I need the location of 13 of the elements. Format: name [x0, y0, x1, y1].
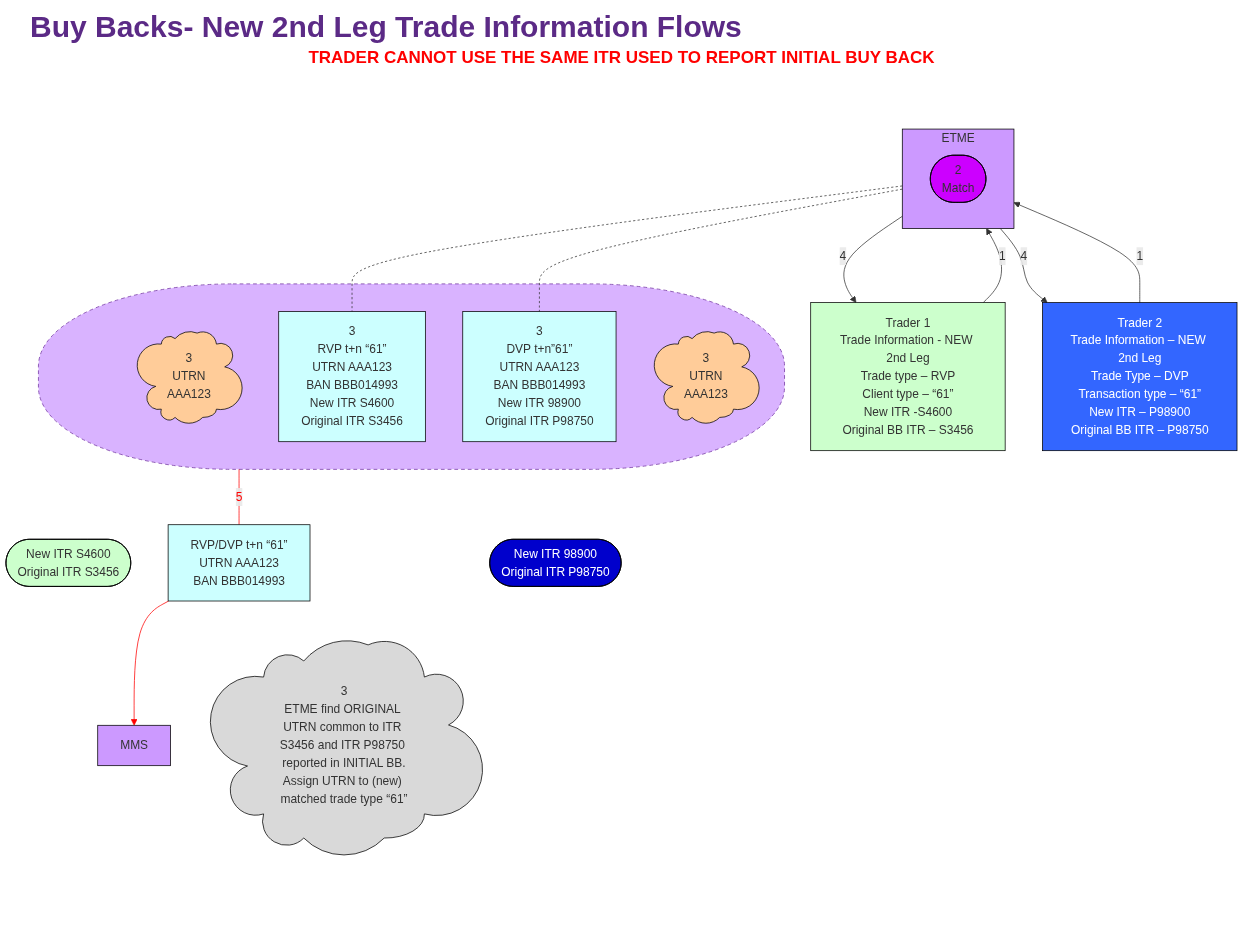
edge-label: 4 — [1020, 249, 1028, 263]
edge-label: 4 — [839, 249, 847, 263]
title: Buy Backs- New 2nd Leg Trade Information Flows — [30, 10, 743, 44]
edge-label: 5 — [235, 490, 243, 504]
node-box: RVP/DVP t+n “61” UTRN AAA123 BAN BBB014993 — [167, 524, 311, 602]
warning-note: TRADER CANNOT USE THE SAME ITR USED TO REPORT INITIAL BUY BACK — [307, 48, 936, 68]
edge-label: 1 — [1136, 249, 1144, 263]
edge-label: 1 — [998, 249, 1006, 263]
node-box: MMS — [97, 724, 171, 767]
node-box: Trader 2 Trade Information – NEW 2nd Leg Trade Type – DVP Transaction type – “61” New ITR – P98900 Original BB ITR – P98750 — [1042, 302, 1238, 452]
node-box: Trader 1 Trade Information - NEW 2nd Leg Trade type – RVP Client type – “61” New ITR -S4600 Original BB ITR – S3456 — [810, 302, 1006, 452]
node-box: 3 DVP t+n”61” UTRN AAA123 BAN BBB014993 New ITR 98900 Original ITR P98750 — [462, 311, 617, 443]
node-box: 3 RVP t+n “61” UTRN AAA123 BAN BBB014993 New ITR S4600 Original ITR S3456 — [278, 311, 426, 443]
